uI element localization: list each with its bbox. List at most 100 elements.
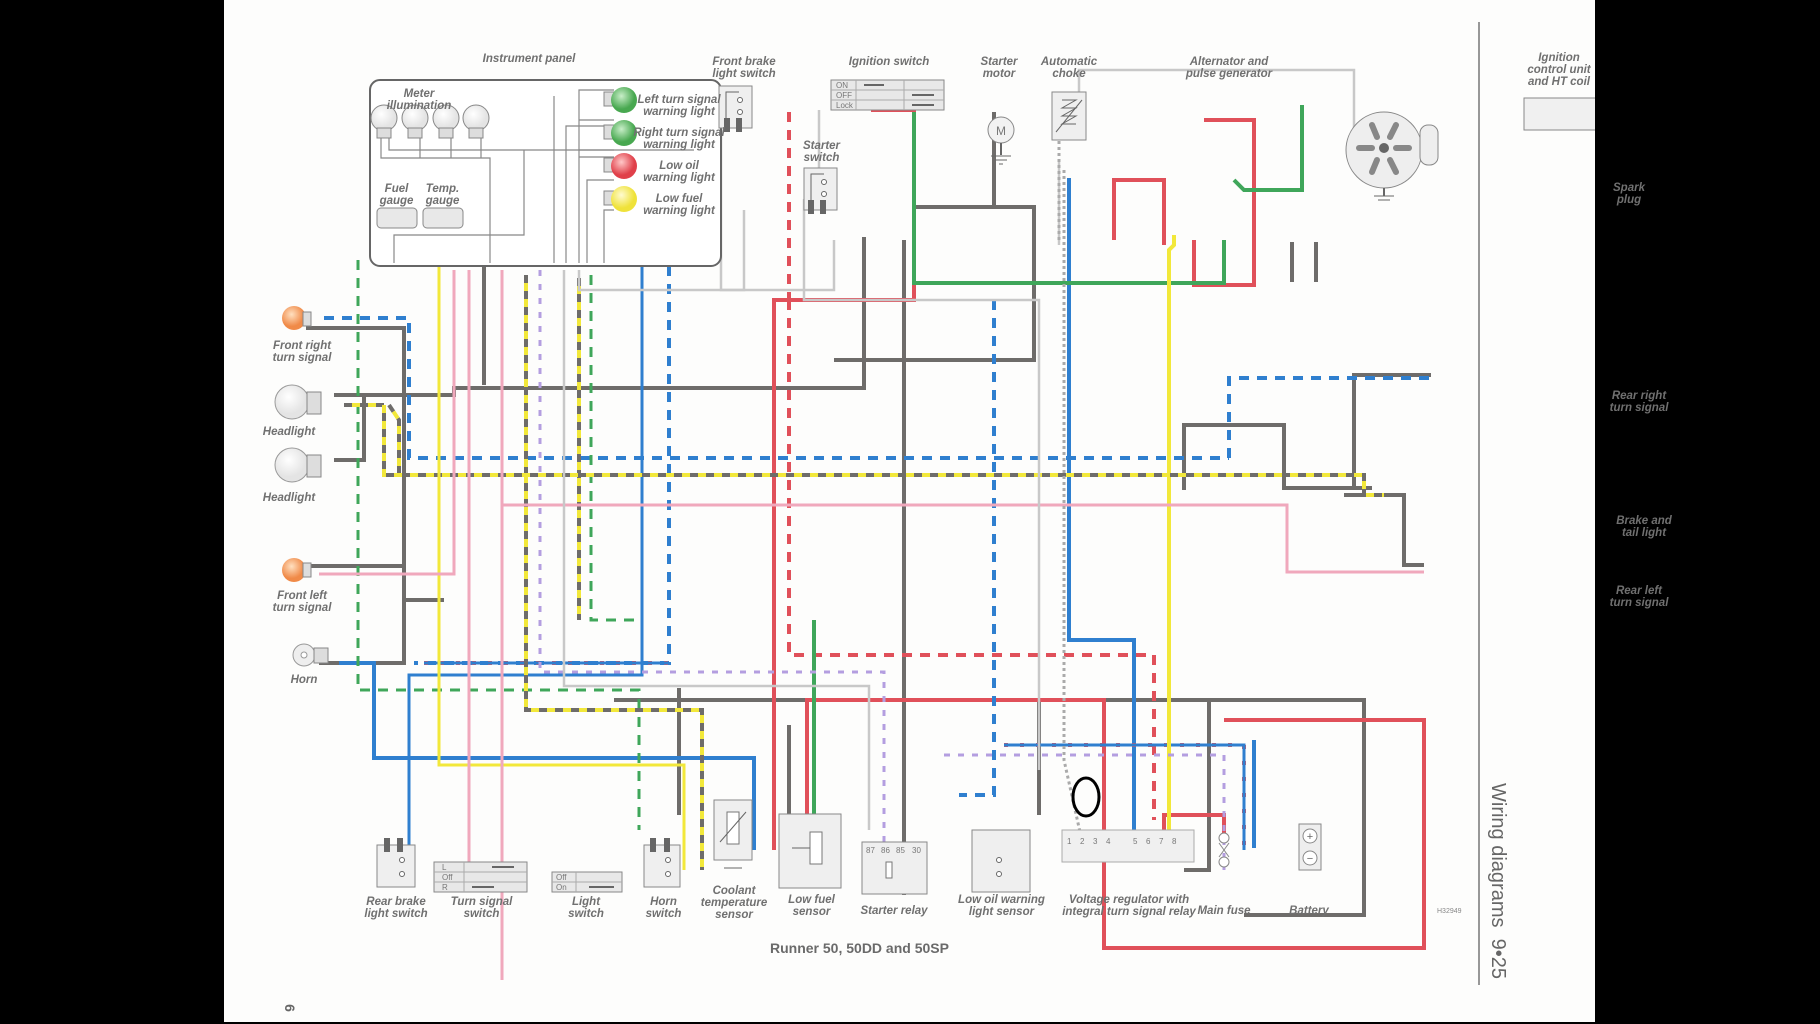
bulb-icon	[462, 104, 490, 139]
ignition-control-unit	[1523, 97, 1595, 131]
starter-relay-symbol: 87 86 85 30	[861, 841, 928, 895]
horn-switch-symbol	[643, 838, 681, 888]
reg-t3: 3	[1093, 837, 1098, 846]
ignition-off: OFF	[836, 91, 852, 100]
wire-yellow-pink	[437, 265, 686, 870]
relay-87: 87	[866, 846, 875, 855]
label-starter-relay: Starter relay	[860, 905, 928, 917]
page-ref: 9•25	[1487, 938, 1509, 979]
reg-t6: 6	[1146, 837, 1151, 846]
svg-text:+: +	[1307, 831, 1313, 843]
right-turn-warning-bulb	[603, 120, 637, 146]
wire-violet-white	[538, 270, 1226, 870]
label-main-fuse: Main fuse	[1197, 905, 1251, 917]
automatic-choke-symbol	[1051, 91, 1087, 141]
turn-R: R	[442, 883, 448, 892]
relay-30: 30	[912, 846, 921, 855]
bulb-icon	[401, 104, 429, 139]
label-voltage-regulator: Voltage regulator with integral turn sig…	[1062, 894, 1196, 918]
label-fuel-gauge: Fuel gauge	[379, 183, 414, 207]
reg-t7: 7	[1159, 837, 1164, 846]
main-fuse-symbol	[1218, 832, 1230, 868]
label-rear-right-turn: Rear right turn signal	[1609, 390, 1669, 414]
wire-red-white	[787, 112, 1156, 820]
page-number: 6	[281, 1004, 298, 1012]
wire-yellow	[1167, 235, 1176, 848]
meter-illumination-bulbs	[370, 104, 490, 139]
temp-gauge	[422, 207, 464, 229]
label-ignition-switch: Ignition switch	[848, 56, 930, 68]
low-fuel-sensor-symbol	[778, 813, 842, 889]
horn-symbol	[292, 643, 329, 667]
label-low-fuel-sensor: Low fuel sensor	[788, 894, 835, 918]
label-low-fuel-warning: Low fuel warning light	[643, 193, 715, 217]
label-front-left-turn: Front left turn signal	[272, 590, 332, 614]
label-starter-motor: Starter motor	[980, 56, 1018, 80]
starter-switch-symbol	[803, 167, 838, 214]
battery-symbol: + −	[1298, 823, 1322, 871]
label-coolant-sensor: Coolant temperature sensor	[700, 885, 768, 921]
label-starter-switch: Starter switch	[802, 140, 841, 164]
label-headlight-1: Headlight	[262, 426, 316, 438]
label-left-turn-warning: Left turn signal warning light	[637, 94, 721, 118]
label-front-brake-switch: Front brake light switch	[712, 56, 776, 80]
light-switch-symbol: Off On	[551, 871, 623, 893]
manual-page: ON OFF Lock M	[224, 0, 1672, 1022]
front-brake-switch-symbol	[718, 85, 753, 132]
label-alternator: Alternator and pulse generator	[1185, 56, 1273, 80]
ignition-on: ON	[836, 81, 848, 90]
alternator-symbol	[1345, 111, 1439, 201]
label-light-switch: Light switch	[568, 896, 604, 920]
wires	[306, 68, 1434, 980]
bulb-icon	[370, 104, 398, 139]
wire-blue	[339, 178, 1256, 858]
relay-85: 85	[896, 846, 905, 855]
label-temp-gauge: Temp. gauge	[425, 183, 460, 207]
label-front-right-turn: Front right turn signal	[272, 340, 332, 364]
low-oil-sensor-symbol	[971, 829, 1031, 893]
label-ignition-control: Ignition control unit and HT coil	[1527, 52, 1591, 88]
turn-L: L	[442, 863, 447, 872]
low-fuel-warning-bulb	[603, 186, 637, 212]
reg-t8: 8	[1172, 837, 1177, 846]
wire-yellow-black	[344, 275, 1384, 870]
label-low-oil-warning: Low oil warning light	[643, 160, 715, 184]
wire-green	[812, 105, 1304, 830]
label-rear-brake-switch: Rear brake light switch	[364, 896, 428, 920]
low-oil-warning-bulb	[603, 153, 637, 179]
headlight-2-bulb	[274, 447, 322, 483]
label-turn-signal-switch: Turn signal switch	[450, 896, 513, 920]
instrument-panel	[369, 79, 722, 267]
section-heading: Wiring diagrams 9•25	[1486, 783, 1509, 979]
annotation-ellipse	[1071, 776, 1101, 818]
label-low-oil-sensor: Low oil warning light sensor	[958, 894, 1045, 918]
light-on: On	[556, 883, 567, 892]
wire-green-white	[356, 260, 641, 830]
label-right-turn-warning: Right turn signal warning light	[633, 127, 725, 151]
coolant-sensor-symbol	[713, 799, 753, 869]
label-brake-tail: Brake and tail light	[1616, 515, 1672, 539]
label-spark-plug: Spark plug	[1613, 182, 1645, 206]
label-meter-illumination: Meter illumination	[386, 88, 452, 112]
label-rear-left-turn: Rear left turn signal	[1609, 585, 1669, 609]
label-horn-switch: Horn switch	[645, 896, 682, 920]
turn-signal-switch-symbol: L Off R	[433, 861, 528, 893]
label-horn: Horn	[290, 674, 318, 686]
motor-m: M	[996, 124, 1006, 138]
diagram-title: Runner 50, 50DD and 50SP	[770, 940, 949, 956]
section-heading-text: Wiring diagrams	[1487, 783, 1509, 928]
turn-off: Off	[442, 873, 453, 882]
reg-t4: 4	[1106, 837, 1111, 846]
reg-t1: 1	[1067, 837, 1072, 846]
wire-blue-white	[324, 230, 1434, 797]
label-instrument-panel: Instrument panel	[482, 53, 576, 65]
wire-red	[772, 108, 1426, 950]
relay-86: 86	[881, 846, 890, 855]
figure-code: H32949	[1437, 908, 1462, 915]
wiring-diagram: ON OFF Lock M	[274, 22, 1595, 985]
reg-t5: 5	[1133, 837, 1138, 846]
label-battery: Battery	[1289, 905, 1329, 917]
svg-text:−: −	[1307, 853, 1313, 865]
reg-t2: 2	[1080, 837, 1085, 846]
voltage-regulator-symbol: 1 2 3 4 5 6 7 8	[1061, 829, 1195, 863]
